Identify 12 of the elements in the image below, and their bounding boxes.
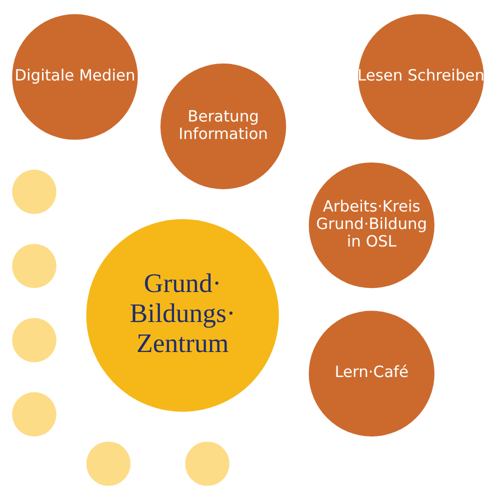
node-circle: Lern·Café <box>308 310 434 436</box>
node-circle <box>12 392 56 436</box>
node-circle: Beratung Information <box>160 64 286 190</box>
node-circle <box>12 318 56 362</box>
node-circle: Arbeits·Kreis Grund·Bildung in OSL <box>308 162 434 288</box>
node-circle: Digitale Medien <box>12 14 138 140</box>
node-circle <box>86 442 131 486</box>
node-circle <box>185 442 230 486</box>
node-circle: Grund· Bildungs· Zentrum <box>86 219 279 412</box>
node-circle <box>12 170 56 214</box>
node-circle: Lesen Schreiben <box>358 14 484 140</box>
node-circle <box>12 244 56 288</box>
